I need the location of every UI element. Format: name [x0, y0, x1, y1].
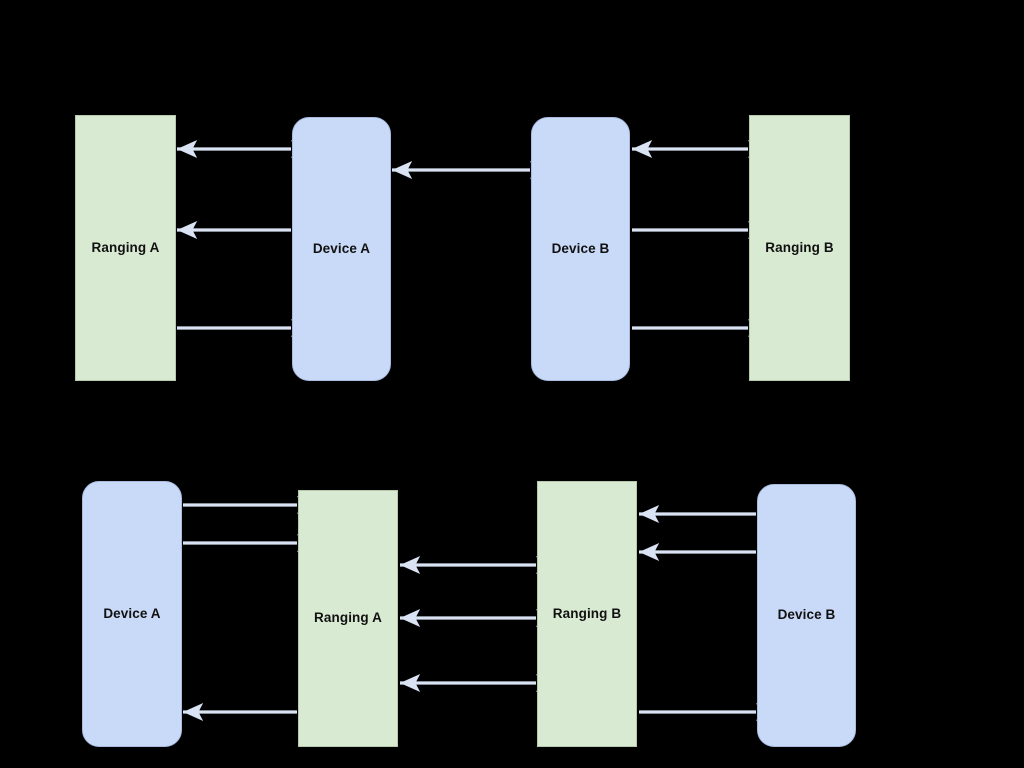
node-top-ranging-b[interactable]: Ranging B [749, 115, 850, 381]
node-label: Ranging B [765, 239, 834, 255]
node-top-device-a[interactable]: Device A [292, 117, 391, 381]
node-label: Device A [312, 240, 371, 256]
node-label: Device B [551, 240, 610, 256]
node-bot-device-b[interactable]: Device B [757, 484, 856, 747]
node-label: Ranging A [91, 239, 160, 255]
node-bot-ranging-a[interactable]: Ranging A [298, 490, 398, 747]
node-label: Device A [103, 605, 161, 621]
node-bot-device-a[interactable]: Device A [82, 481, 182, 747]
node-label: Device B [777, 607, 836, 623]
node-top-device-b[interactable]: Device B [531, 117, 630, 381]
node-label: Ranging B [552, 605, 622, 621]
node-bot-ranging-b[interactable]: Ranging B [537, 481, 637, 747]
node-label: Ranging A [314, 610, 382, 626]
node-top-ranging-a[interactable]: Ranging A [75, 115, 176, 381]
